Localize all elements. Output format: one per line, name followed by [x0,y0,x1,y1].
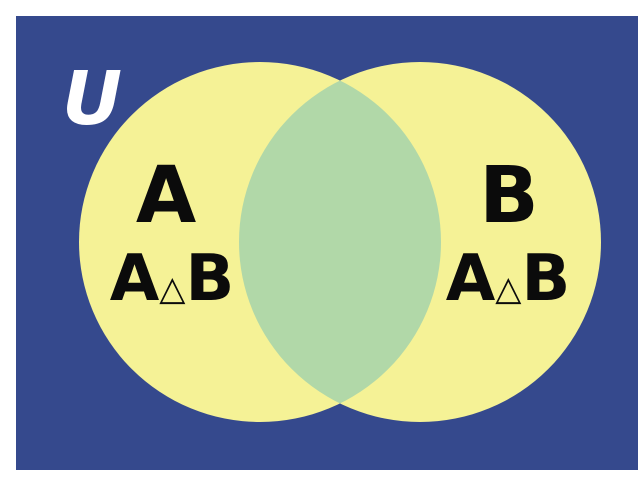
set-b-sd-right: B [521,242,570,316]
intersection-region [239,62,441,422]
set-a-symmetric-difference-label: A△B [110,242,234,316]
set-b-sd-left: A [446,242,496,316]
set-a-sd-left: A [110,242,160,316]
set-a-sd-operator: △ [159,269,186,309]
set-a-sd-right: B [185,242,234,316]
set-a-name: A [136,151,196,241]
set-b-symmetric-difference-label: A△B [446,242,570,316]
set-b-name: B [479,151,538,241]
set-b-sd-operator: △ [495,269,522,309]
universe-label: U [62,56,122,142]
